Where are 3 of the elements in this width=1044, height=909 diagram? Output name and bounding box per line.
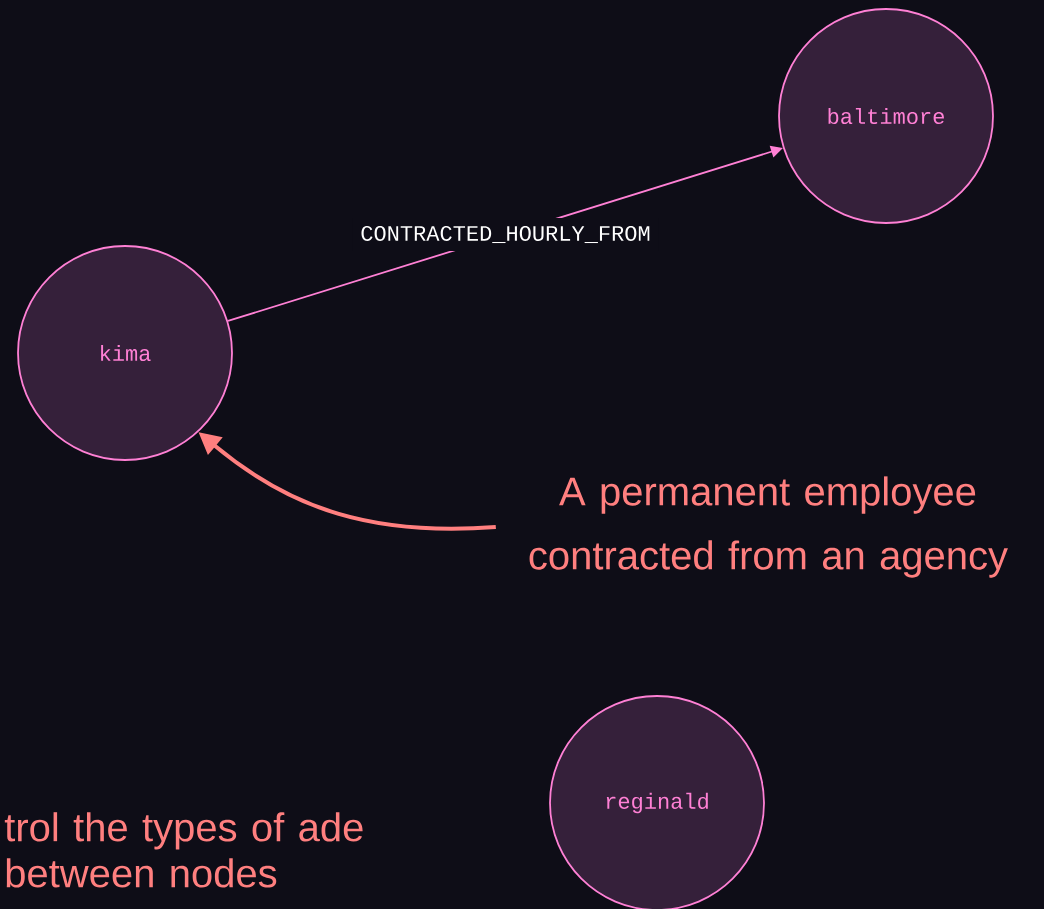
annotation-text: A permanent employee contracted from an agency xyxy=(529,476,1008,578)
note-text: trol the types of ade between nodes xyxy=(4,812,363,888)
edge-label: CONTRACTED_HOURLY_FROM xyxy=(352,217,659,252)
